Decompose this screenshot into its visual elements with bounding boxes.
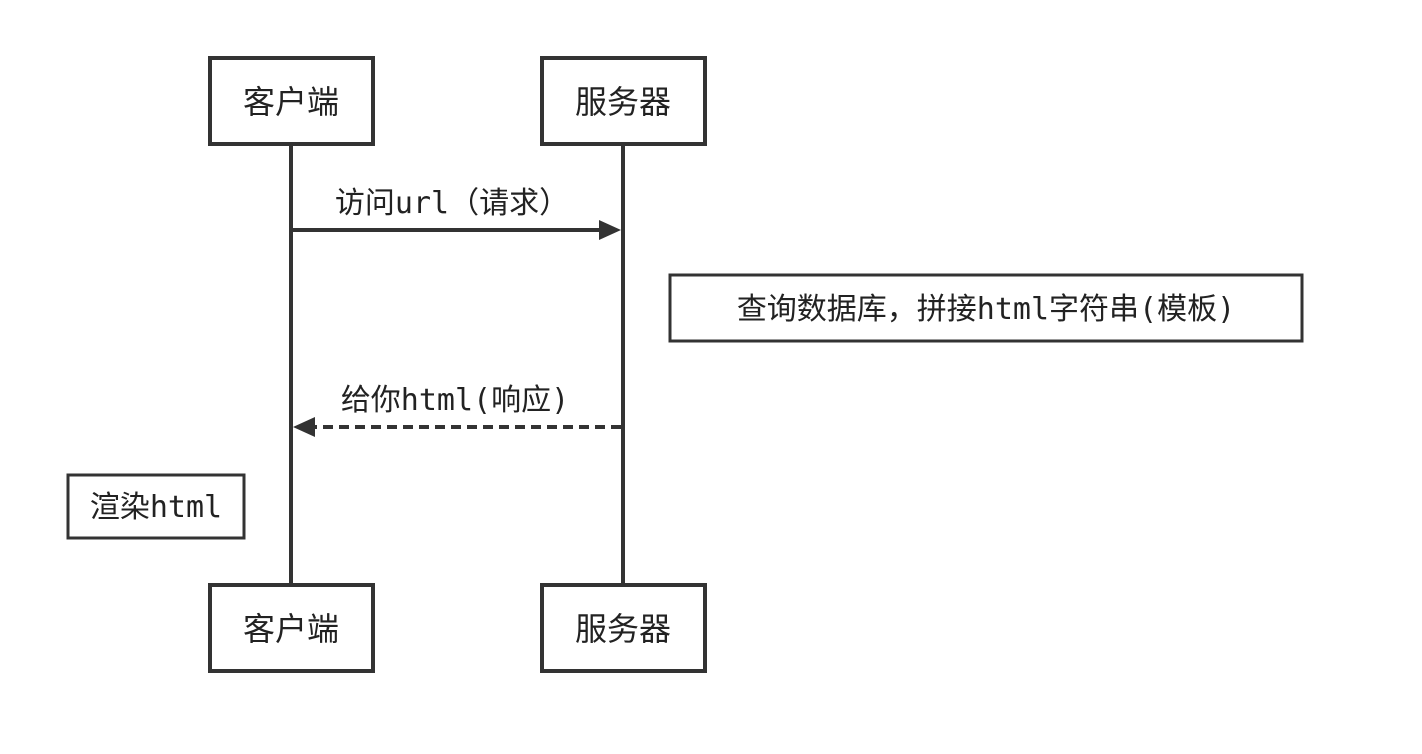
client-actor-top-label: 客户端 — [243, 83, 339, 121]
response-arrowhead — [293, 417, 315, 437]
response-message-label: 给你html(响应) — [341, 383, 569, 418]
client-note: 渲染html — [66, 473, 246, 540]
server-note-label: 查询数据库，拼接html字符串(模板) — [737, 292, 1235, 327]
server-actor-top-label: 服务器 — [575, 83, 671, 121]
client-actor-bottom: 客户端 — [208, 583, 375, 673]
server-actor-top: 服务器 — [540, 56, 707, 146]
request-arrowhead — [599, 220, 621, 240]
request-message-label: 访问url（请求） — [335, 186, 569, 221]
server-note: 查询数据库，拼接html字符串(模板) — [668, 273, 1304, 343]
server-actor-bottom: 服务器 — [540, 583, 707, 673]
client-actor-top: 客户端 — [208, 56, 375, 146]
client-actor-bottom-label: 客户端 — [243, 610, 339, 648]
response-message: 给你html(响应) — [293, 383, 621, 437]
server-actor-bottom-label: 服务器 — [575, 610, 671, 648]
client-note-label: 渲染html — [90, 490, 222, 525]
request-message: 访问url（请求） — [291, 186, 621, 240]
